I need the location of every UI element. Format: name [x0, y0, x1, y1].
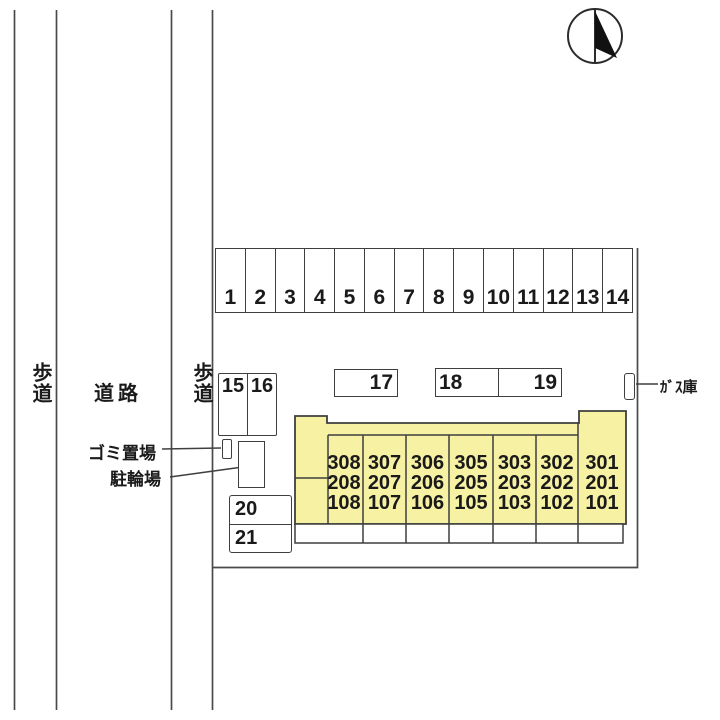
parking-space-number: 7: [403, 286, 415, 309]
unit-column-6: 306 206 106: [406, 453, 449, 513]
bicycle-parking-label: 駐輪場: [110, 470, 161, 489]
parking-row-20-21: 20 21: [229, 495, 292, 553]
parking-space-number: 20: [235, 498, 258, 521]
north-arrow-icon: [567, 8, 623, 64]
building-unit-walls: [295, 423, 579, 524]
gas-storage-box: [624, 373, 635, 400]
parking-space-number: 2: [254, 286, 267, 309]
unit-number: 205: [454, 472, 488, 494]
unit-number: 102: [540, 492, 574, 514]
parking-space-19: 19: [499, 369, 562, 396]
unit-number: 302: [540, 452, 574, 474]
parking-row-18-19: 18 19: [435, 368, 562, 397]
unit-number: 103: [497, 492, 532, 514]
unit-number: 203: [497, 472, 532, 494]
unit-number: 307: [367, 452, 402, 474]
parking-space-16: 16: [248, 374, 276, 435]
unit-number: 208: [327, 472, 361, 494]
unit-number: 308: [327, 452, 361, 474]
site-boundary-line: [212, 248, 639, 569]
road-label: 道路: [94, 383, 142, 405]
parking-space-number: 10: [486, 286, 511, 309]
parking-space-number: 12: [546, 286, 570, 309]
parking-space-13: 13: [573, 249, 604, 312]
unit-number: 201: [585, 472, 619, 494]
balcony-strip: [294, 523, 624, 544]
parking-space-21: 21: [230, 525, 291, 553]
parking-space-3: 3: [276, 249, 306, 312]
parking-row-15-16: 15 16: [218, 373, 277, 436]
sidewalk-left-label: 歩道: [29, 362, 51, 404]
unit-column-5: 305 205 105: [449, 453, 493, 513]
parking-space-number: 1: [224, 286, 237, 309]
unit-number: 202: [540, 472, 574, 494]
parking-space-number: 8: [433, 286, 445, 309]
parking-space-number: 15: [221, 375, 245, 397]
unit-column-2: 302 202 102: [536, 453, 578, 513]
unit-number: 305: [454, 452, 488, 474]
unit-column-3: 303 203 103: [493, 453, 536, 513]
parking-space-17: 17: [334, 369, 398, 397]
unit-number: 107: [367, 492, 402, 514]
parking-space-7: 7: [395, 249, 425, 312]
unit-number: 301: [585, 452, 619, 474]
parking-space-8: 8: [424, 249, 455, 312]
parking-space-number: 9: [462, 286, 475, 309]
garbage-area-box: [222, 439, 232, 459]
garbage-area-label: ゴミ置場: [88, 444, 156, 463]
unit-number: 106: [410, 492, 445, 514]
unit-number: 108: [327, 492, 361, 514]
balcony-dividers: [362, 524, 579, 543]
unit-number: 105: [454, 492, 488, 514]
parking-space-number: 4: [313, 286, 326, 309]
parking-space-9: 9: [454, 249, 485, 312]
parking-space-number: 14: [605, 286, 630, 309]
unit-number: 306: [410, 452, 445, 474]
parking-space-number: 13: [576, 286, 600, 309]
parking-space-number: 6: [373, 286, 386, 309]
parking-space-18: 18: [436, 369, 499, 396]
parking-space-number: 19: [533, 370, 557, 394]
parking-space-number: 21: [235, 526, 258, 549]
parking-space-number: 17: [369, 371, 393, 394]
parking-space-12: 12: [544, 249, 574, 312]
unit-column-8: 308 208 108: [322, 453, 366, 513]
gas-storage-label: ｶﾞｽ庫: [660, 379, 698, 396]
unit-number: 101: [585, 492, 619, 514]
parking-space-5: 5: [335, 249, 365, 312]
unit-number: 303: [497, 452, 532, 474]
parking-space-10: 10: [484, 249, 514, 312]
garbage-leader-line: [161, 447, 222, 450]
unit-number: 206: [410, 472, 445, 494]
parking-space-4: 4: [305, 249, 336, 312]
sidewalk-right-label: 歩道: [190, 362, 212, 404]
parking-space-20: 20: [230, 496, 291, 525]
unit-number: 207: [367, 472, 402, 494]
parking-row-1-14: 1 2 3 4 5 6 7 8 9 10 11 12 13 14: [215, 248, 633, 313]
parking-space-6: 6: [365, 249, 395, 312]
parking-space-14: 14: [603, 249, 632, 312]
parking-space-number: 18: [439, 370, 463, 394]
bicycle-parking-box: [238, 441, 265, 488]
parking-space-11: 11: [514, 249, 544, 312]
parking-space-15: 15: [219, 374, 248, 435]
parking-space-number: 5: [343, 286, 356, 309]
parking-space-1: 1: [216, 249, 246, 312]
parking-space-2: 2: [246, 249, 276, 312]
parking-space-number: 16: [250, 375, 274, 397]
unit-column-7: 307 207 107: [363, 453, 406, 513]
unit-column-1: 301 201 101: [578, 453, 626, 513]
parking-space-number: 11: [517, 286, 540, 309]
parking-space-number: 3: [284, 286, 296, 309]
bicycle-leader-line: [169, 465, 251, 478]
